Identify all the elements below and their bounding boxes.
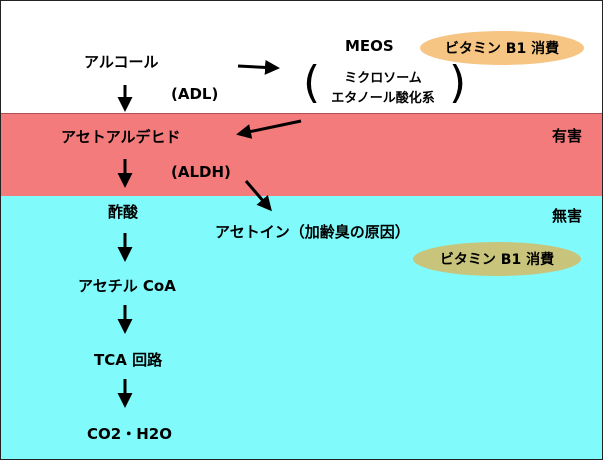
microsome-line1: ミクロソーム	[344, 71, 422, 86]
toxic-label: 有害	[552, 127, 583, 145]
vitamin-b1-pill-top: ビタミン B1 消費	[420, 31, 584, 65]
microsome-line2: エタノール酸化系	[331, 91, 435, 106]
nontoxic-zone	[1, 196, 602, 459]
acetoin-label: アセトイン（加齢臭の原因）	[215, 223, 410, 241]
tca-cycle-label: TCA 回路	[94, 351, 163, 369]
arrow-aldh-to-acetoin	[244, 180, 272, 212]
aldh-label: (ALDH)	[171, 163, 231, 181]
meos-label: MEOS	[345, 37, 394, 55]
alcohol-label: アルコール	[84, 53, 159, 71]
adl-label: (ADL)	[171, 85, 219, 103]
right-paren: )	[449, 57, 467, 108]
acetaldehyde-label: アセトアルデヒド	[61, 128, 181, 146]
arrow-alcohol-to-meos	[237, 59, 280, 75]
vitamin-b1-pill-bottom: ビタミン B1 消費	[413, 242, 581, 276]
acetyl-coa-label: アセチル CoA	[78, 277, 176, 295]
microsome-label: ミクロソーム エタノール酸化系	[315, 69, 451, 109]
arrow-meos-to-acetaldehyde	[236, 119, 302, 139]
toxic-zone	[1, 113, 602, 197]
acetic-acid-label: 酢酸	[108, 203, 139, 221]
nontoxic-label: 無害	[552, 207, 583, 225]
co2-h2o-label: CO2・H2O	[87, 425, 172, 443]
left-paren: (	[303, 57, 321, 108]
